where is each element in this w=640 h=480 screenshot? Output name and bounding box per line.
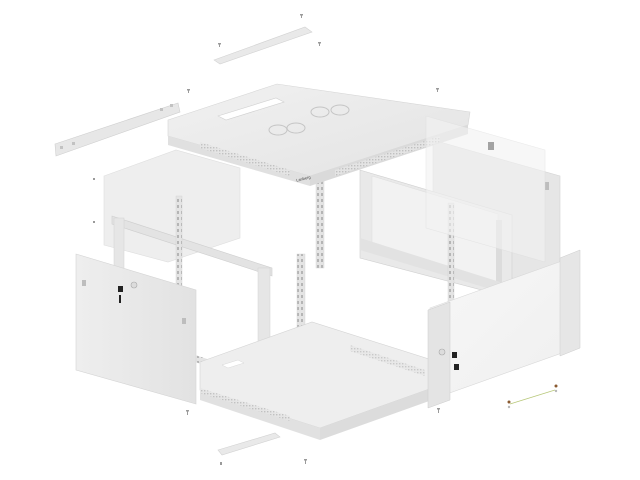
- screw-icon: [300, 14, 303, 18]
- fan-opening-icon: [268, 104, 350, 136]
- bottom-strip: [217, 432, 281, 456]
- wall-mount-bracket: [54, 102, 181, 157]
- glass-front-door: [427, 249, 581, 409]
- screw-icon: [93, 178, 95, 180]
- screw-icon: [304, 459, 307, 464]
- lock-icon: [438, 348, 446, 356]
- key-icon: [118, 286, 123, 292]
- ground-wire: [507, 384, 558, 409]
- screw-icon: [93, 221, 95, 223]
- hinge-icon: [545, 182, 549, 190]
- screw-icon: [218, 43, 221, 47]
- cable-slot: [217, 97, 285, 121]
- bottom-base: [199, 321, 433, 440]
- key-icon: [452, 352, 457, 358]
- screw-icon: [436, 88, 439, 92]
- screw-icon: [187, 89, 190, 93]
- screw-icon: [220, 462, 222, 465]
- screw-icon: [437, 408, 440, 413]
- right-side-panel: [425, 115, 546, 263]
- left-side-panel: [75, 253, 197, 405]
- lock-icon: [130, 281, 138, 289]
- screw-icon: [318, 42, 321, 46]
- top-rail-strip: [213, 26, 313, 65]
- screws: [93, 14, 440, 465]
- screw-icon: [186, 410, 189, 415]
- rear-panel: [103, 149, 241, 263]
